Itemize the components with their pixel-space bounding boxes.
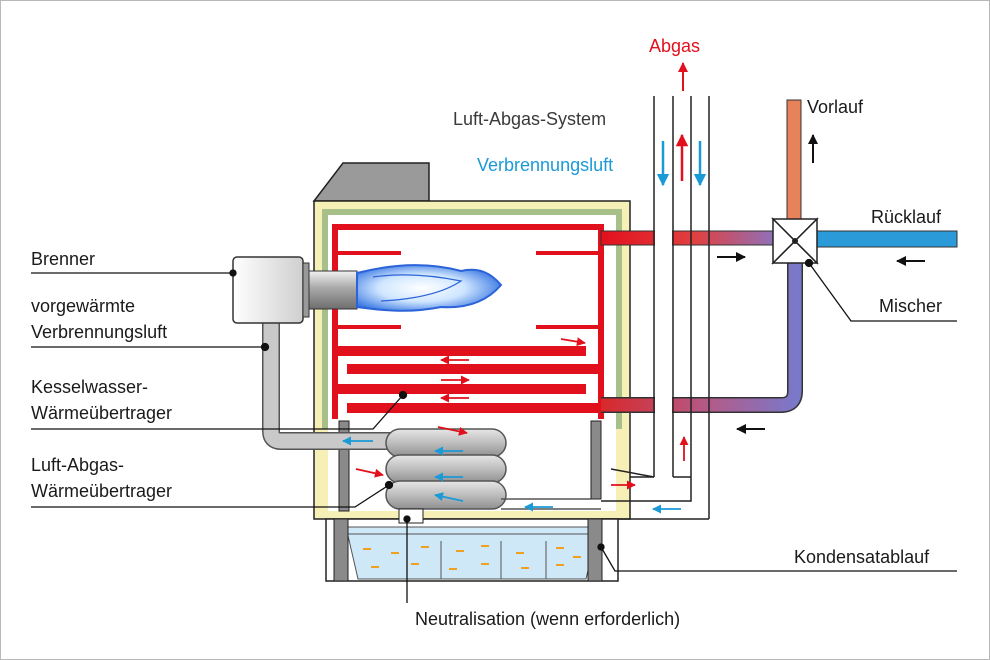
preheated-air-pipe [262,319,401,450]
condensate-basin [325,508,619,582]
mixed-return-pipe [601,263,803,413]
vorlauf-label: Vorlauf [807,97,864,117]
luft-abgas-system-flue [601,96,710,520]
kesselwasser-label-line1: Kesselwasser- [31,377,148,397]
neutralisation-label: Neutralisation (wenn erforderlich) [415,609,680,629]
kondensatablauf-label: Kondensatablauf [794,547,930,567]
luft-abgas-waermeuebertrager [385,428,601,510]
flue-air-channel-fill [655,97,672,476]
brenner-label: Brenner [31,249,95,269]
luft-abgas-system-label: Luft-Abgas-System [453,109,606,129]
ruecklauf-label: Rücklauf [871,207,942,227]
abgas-label: Abgas [649,36,700,56]
luft-abgas-wt-label-line1: Luft-Abgas- [31,455,124,475]
exhaust-connector [338,420,602,512]
kesselwasser-label-line2: Wärmeübertrager [31,403,172,423]
luft-abgas-wt-label-line2: Wärmeübertrager [31,481,172,501]
mischer-label: Mischer [879,296,942,316]
verbrennungsluft-label: Verbrennungsluft [477,155,613,175]
vorgewaermte-label-line2: Verbrennungsluft [31,322,167,342]
leader-lines [31,258,957,603]
boiler-top-hood [312,162,430,202]
flame [356,264,503,312]
ruecklauf-pipe [816,230,958,248]
brenner [232,256,358,324]
vorgewaermte-label-line1: vorgewärmte [31,296,135,316]
kesselwasser-waermeuebertrager [332,224,604,419]
mischer-valve [771,217,819,265]
flow-arrows [342,62,925,514]
